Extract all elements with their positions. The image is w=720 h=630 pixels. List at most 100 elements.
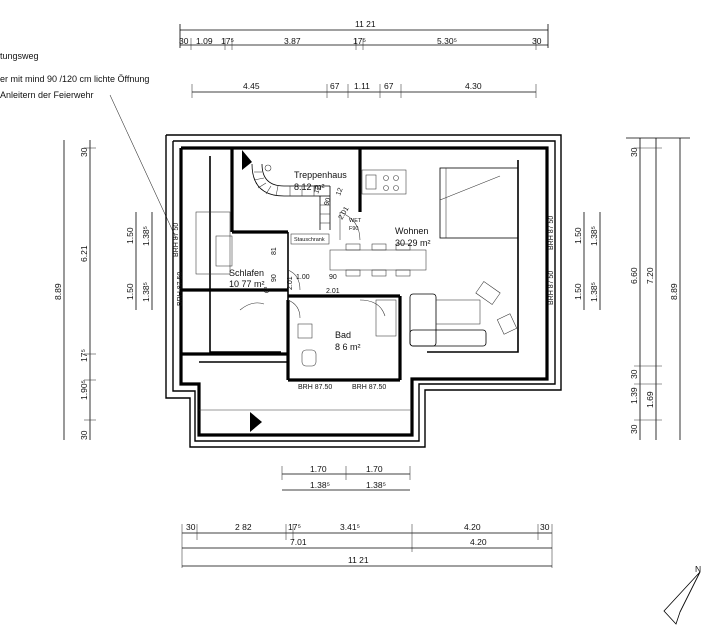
- left-seg-3: 1.90⁵: [79, 380, 89, 400]
- top-dimension-chains: 11 21 30 1.09 17⁵ 3.87 17⁵ 5.30⁵ 30 4.45…: [179, 19, 549, 98]
- bottom-window-3: 1.38⁵: [310, 480, 330, 490]
- top-dim-6: 5.30⁵: [437, 36, 457, 46]
- brh-left-2: BRH 87 50: [177, 272, 184, 306]
- room-wohnen-name: Wohnen: [395, 226, 428, 236]
- door-dim-201b: 2.01: [287, 276, 294, 290]
- bottom-dim-7: 7.01: [290, 537, 307, 547]
- stair-dim-2: 90: [323, 197, 332, 207]
- right-seg-3: 1.39: [629, 387, 639, 404]
- room-labels: Treppenhaus 8.12 m² Wohnen 30 29 m² Schl…: [229, 170, 431, 352]
- plan-annotations: Stauschrank WET F90 12 90 12 2.01 1.00 9…: [173, 185, 555, 391]
- room-bad-area: 8 6 m²: [335, 342, 361, 352]
- right-seg-2: 30: [629, 369, 639, 379]
- right-seg-4: 1.69: [645, 391, 655, 408]
- room-schlafen-area: 10 77 m²: [229, 279, 265, 289]
- escape-leader-line: [109, 94, 177, 239]
- top-dim-7: 30: [532, 36, 542, 46]
- doors: [239, 211, 386, 319]
- stair-dim-3: 12: [335, 187, 344, 197]
- room-bad-name: Bad: [335, 330, 351, 340]
- brh-bottom-2: BRH 87.50: [352, 384, 386, 391]
- lower-arrow-icon: [250, 412, 262, 432]
- right-window-3: 1.50: [573, 283, 583, 300]
- right-mid-dim: 7.20: [645, 267, 655, 284]
- stair-dim-1: 12: [313, 185, 322, 195]
- door-dim-81: 81: [271, 247, 278, 255]
- top-dim-1: 30: [179, 36, 189, 46]
- left-seg-4: 30: [79, 430, 89, 440]
- bottom-dim-5: 4.20: [464, 522, 481, 532]
- lower-room: [199, 409, 412, 432]
- north-label: N: [695, 564, 701, 574]
- north-arrow: N: [663, 564, 701, 625]
- room-schlafen-name: Schlafen: [229, 268, 264, 278]
- bottom-dim-3: 17⁵: [288, 522, 301, 532]
- room-treppenhaus-area: 8.12 m²: [294, 182, 325, 192]
- bottom-window-1: 1.70: [310, 464, 327, 474]
- door-f90-label: F90: [349, 226, 358, 232]
- bottom-dim-1: 30: [186, 522, 196, 532]
- bottom-dim-8: 4.20: [470, 537, 487, 547]
- interior-walls: [181, 148, 402, 382]
- room-treppenhaus-name: Treppenhaus: [294, 170, 347, 180]
- room-wohnen-area: 30 29 m²: [395, 238, 431, 248]
- escape-note-line1: tungsweg: [0, 51, 39, 61]
- right-seg-5: 30: [629, 424, 639, 434]
- stair-arrow-icon: [242, 150, 252, 170]
- door-dim-201: 2.01: [326, 288, 340, 295]
- bottom-dim-6: 30: [540, 522, 550, 532]
- north-arrow-icon: [663, 571, 701, 625]
- bottom-window-4: 1.38⁵: [366, 480, 386, 490]
- brh-bottom-1: BRH 87.50: [298, 384, 332, 391]
- top-dim-4: 3.87: [284, 36, 301, 46]
- right-outer-dim: 8.89: [669, 283, 679, 300]
- right-dimension-chains: 30 6.60 30 1.39 30 7.20 1.69 8.89 1.50 1…: [573, 137, 690, 440]
- left-mid-dim: 6.21: [79, 245, 89, 262]
- bathroom-fixtures: [297, 299, 397, 367]
- escape-route-note: tungsweg er mit mind 90 /120 cm lichte Ö…: [0, 51, 177, 239]
- left-seg-1: 30: [79, 147, 89, 157]
- escape-note-line2: er mit mind 90 /120 cm lichte Öffnung: [0, 74, 149, 84]
- door-dim-100: 1.00: [296, 274, 310, 281]
- right-seg-1: 30: [629, 147, 639, 157]
- brh-right-1: BRH 87 50: [548, 216, 555, 250]
- top-overall-dim: 11 21: [355, 19, 376, 29]
- bottom-window-2: 1.70: [366, 464, 383, 474]
- top-dim-12: 4.30: [465, 81, 482, 91]
- left-outer-dim: 8.89: [53, 283, 63, 300]
- left-window-4: 1.38⁵: [141, 282, 151, 302]
- left-window-2: 1.38⁵: [141, 226, 151, 246]
- left-seg-2: 17⁵: [79, 349, 89, 362]
- right-window-1: 1.50: [573, 227, 583, 244]
- storage-label: Stauschrank: [294, 237, 325, 243]
- right-window-4: 1.38⁵: [589, 282, 599, 302]
- building-outline: [165, 134, 562, 448]
- door-wet-label: WET: [349, 218, 362, 224]
- top-dim-10: 1.11: [354, 81, 370, 91]
- bottom-dimension-chains: 1.70 1.70 1.38⁵ 1.38⁵ 30 2 82 17⁵ 3.41⁵ …: [181, 464, 553, 568]
- escape-note-line3: Anleitern der Feierwehr: [0, 90, 94, 100]
- left-window-1: 1.50: [125, 227, 135, 244]
- door-dim-63: 6³: [264, 286, 271, 293]
- brh-right-2: BRH 87 50: [548, 271, 555, 305]
- right-window-2: 1.38⁵: [589, 226, 599, 246]
- top-dim-3: 17⁵: [221, 36, 234, 46]
- right-inner-dim: 6.60: [629, 267, 639, 284]
- left-dimension-chains: 8.89 6.21 30 17⁵ 1.90⁵ 30 1.50 1.38⁵ 1.5…: [53, 140, 153, 440]
- kitchen-dining: [329, 169, 427, 277]
- bottom-dim-2: 2 82: [235, 522, 252, 532]
- top-dim-9: 67: [330, 81, 340, 91]
- door-dim-90: 90: [329, 274, 337, 281]
- bottom-overall-dim: 11 21: [348, 555, 369, 565]
- top-dim-8: 4.45: [243, 81, 260, 91]
- left-window-3: 1.50: [125, 283, 135, 300]
- bottom-dim-4: 3.41⁵: [340, 522, 360, 532]
- bedroom-furniture: [195, 211, 233, 275]
- door-dim-90b: 90: [271, 274, 278, 282]
- staircase: [242, 150, 331, 230]
- top-dim-5: 17⁵: [353, 36, 366, 46]
- living-furniture: [409, 167, 519, 347]
- brh-left-1: BRH 87 50: [173, 223, 180, 257]
- top-dim-11: 67: [384, 81, 394, 91]
